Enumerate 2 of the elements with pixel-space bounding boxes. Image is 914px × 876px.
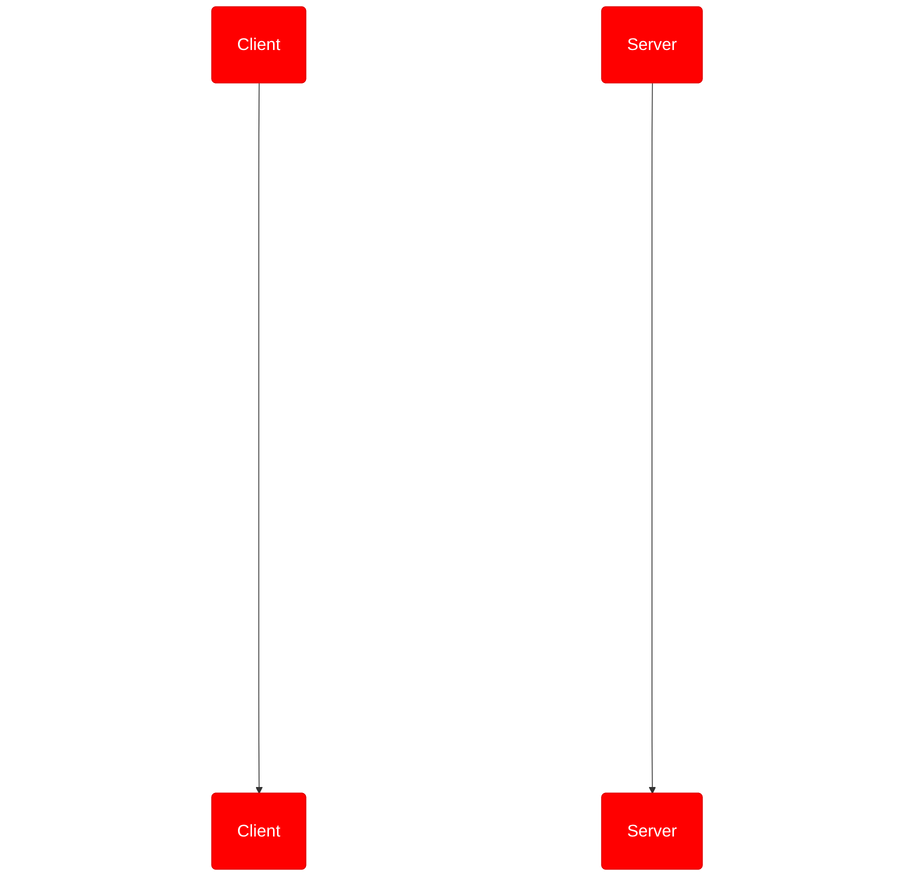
arrow <box>255 82 263 794</box>
arrow <box>648 82 656 794</box>
